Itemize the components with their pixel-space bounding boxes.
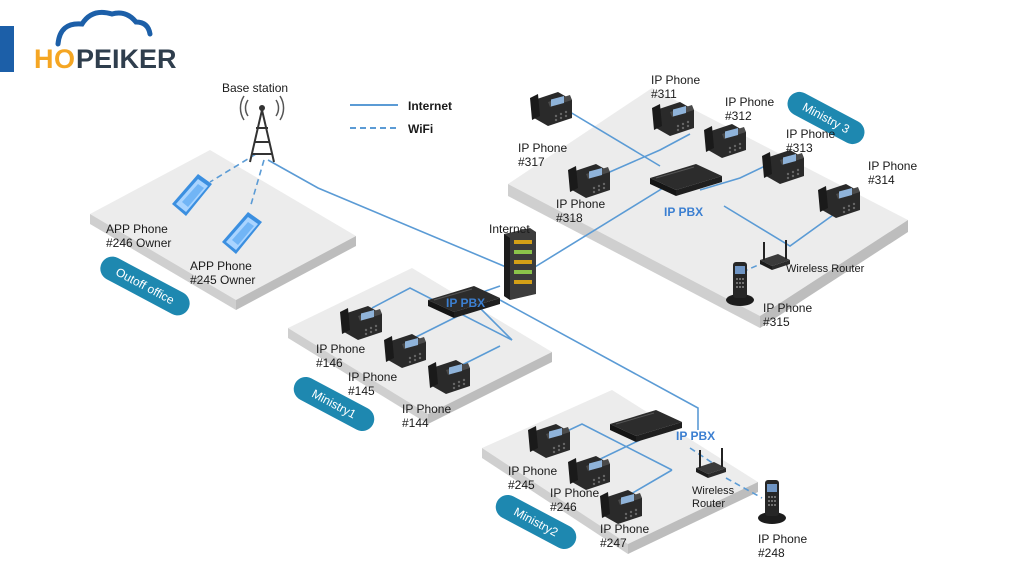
ip-phone-146-label-line1: IP Phone [316,342,365,356]
legend: Internet WiFi [350,99,452,136]
wireless-router-ministry2-label-line2: Router [692,498,725,510]
ip-phone-144-label-line1: IP Phone [402,402,451,416]
ip-phone-m2-245-label-line2: #245 [508,478,535,492]
internet-server [504,228,536,300]
link-base-internet [267,159,519,273]
ip-phone-144-label-line2: #144 [402,416,429,430]
link-m3-bus-b [595,133,691,179]
wifi-link-app245 [249,159,265,209]
logo-letter-h: H [34,44,54,74]
ip-phone-312-label-line2: #312 [725,109,752,123]
ip-phone-m2-247-label-line2: #247 [600,536,627,550]
ip-phone-313-label-line1: IP Phone [786,127,835,141]
pbx-ministry2-label: IP PBX [676,429,715,443]
ip-phone-248-label-line1: IP Phone [758,532,807,546]
ip-phone-248-label-line2: #248 [758,546,785,560]
ip-phone-313-label-line2: #313 [786,141,813,155]
ip-phone-m2-245-label-line1: IP Phone [508,464,557,478]
platform-ministry3 [508,88,908,328]
app-phone-245-label-line2: #245 Owner [190,273,255,287]
ip-phone-315-label-line2: #315 [763,315,790,329]
link-internet-pbx2 [499,299,699,430]
ip-phone-314-label-line2: #314 [868,173,895,187]
app-phone-245-label-line1: APP Phone [190,259,252,273]
app-phone-246-label-line1: APP Phone [106,222,168,236]
ip-phone-317-icon [530,92,572,126]
base-station-label: Base station [222,81,288,95]
logo-letter-o: O [54,44,75,74]
ip-phone-311-label-line1: IP Phone [651,73,700,87]
legend-wifi-label: WiFi [408,122,433,136]
ip-phone-317-label-line2: #317 [518,155,545,169]
wireless-router-ministry2-label-line1: Wireless [692,485,735,497]
wireless-router-ministry3-label: Wireless Router [786,263,865,275]
pbx-ministry1-label: IP PBX [446,296,485,310]
link-m1-bus-a [371,287,513,341]
ip-phone-m2-246-label-line1: IP Phone [550,486,599,500]
ip-phone-m2-246-label-line2: #246 [550,500,577,514]
ip-phone-145-label-line2: #145 [348,384,375,398]
ip-phone-311-label-line2: #311 [651,87,677,101]
ip-phone-318-label-line2: #318 [556,211,583,225]
ip-phone-315-label-line1: IP Phone [763,301,812,315]
wifi-link-m2-dect [725,477,763,499]
wifi-link-app246 [209,153,257,183]
link-m2-bus-b [593,439,641,463]
company-logo: H O PEIKER [0,9,177,74]
ip-phone-m2-247-label-line1: IP Phone [600,522,649,536]
ip-phone-146-label-line2: #146 [316,356,343,370]
link-m3-bus-d [723,205,841,247]
legend-internet-label: Internet [408,99,452,113]
wifi-link-m2-router [689,447,715,465]
logo-text: PEIKER [76,44,177,74]
ip-phone-248-dect-icon [758,480,786,524]
ip-phone-317-label-line1: IP Phone [518,141,567,155]
ip-phone-314-label-line1: IP Phone [868,159,917,173]
pbx-ministry3-label: IP PBX [664,205,703,219]
app-phone-246-label-line2: #246 Owner [106,236,171,250]
ip-phone-145-label-line1: IP Phone [348,370,397,384]
internet-server-label: Internet [489,222,530,236]
ip-phone-318-label-line1: IP Phone [556,197,605,211]
base-station [239,95,285,163]
ip-phone-312-label-line1: IP Phone [725,95,774,109]
platform-outoff-office [90,150,356,310]
link-internet-pbx3 [529,179,677,271]
